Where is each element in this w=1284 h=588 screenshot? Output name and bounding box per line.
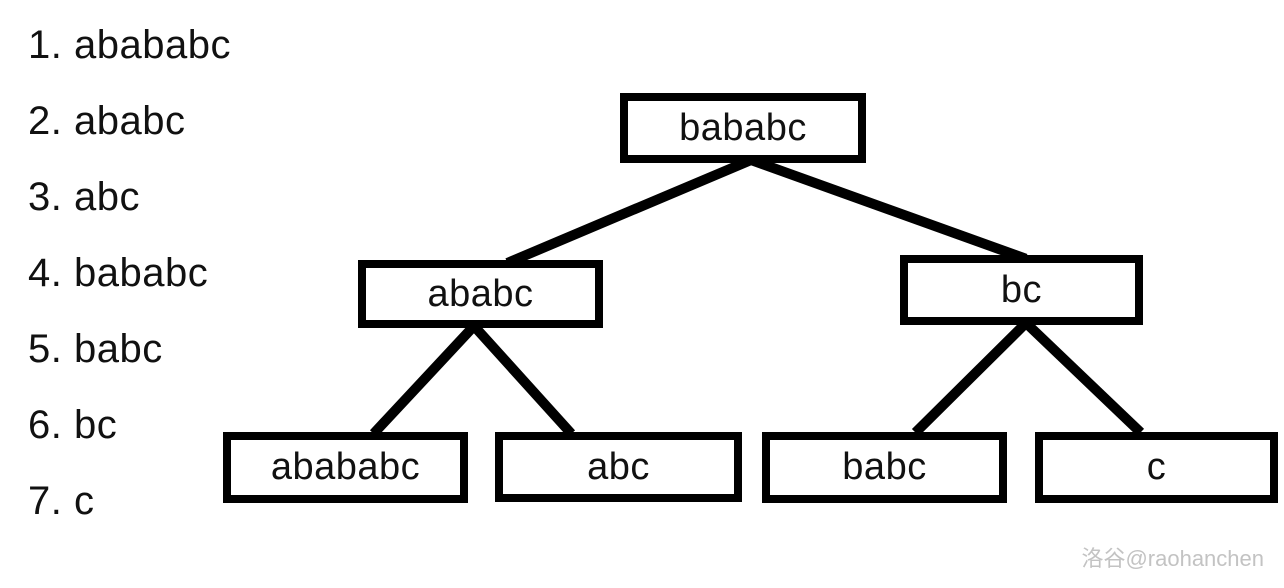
tree-node-label: ababc	[427, 272, 534, 315]
edge-root-to-bc	[744, 153, 1028, 264]
tree-node-label: bababc	[679, 106, 807, 149]
tree-node-label: bc	[1000, 268, 1043, 311]
edge-bc-to-c	[1018, 315, 1145, 437]
list-item: 3. abc	[28, 174, 140, 219]
list-item: 7. c	[28, 478, 95, 523]
list-item: 6. bc	[28, 402, 118, 447]
watermark-text: 洛谷@raohanchen	[1081, 546, 1264, 571]
sequence-list: 1. abababc 2. ababc 3. abc 4. bababc 5. …	[28, 7, 231, 539]
list-item: 1. abababc	[28, 22, 231, 67]
tree-node-abababc: abababc	[223, 432, 468, 503]
edge-ababc-to-abababc	[369, 318, 482, 438]
tree-node-abc: abc	[495, 432, 742, 502]
tree-node-babc: babc	[762, 432, 1007, 503]
tree-node-label: babc	[842, 446, 927, 488]
list-item: 2. ababc	[28, 98, 186, 143]
list-item: 4. bababc	[28, 250, 209, 295]
list-item: 5. babc	[28, 326, 163, 371]
edge-bc-to-babc	[911, 315, 1034, 437]
tree-node-root: bababc	[620, 93, 866, 163]
tree-node-c: c	[1035, 432, 1278, 503]
tree-node-bc: bc	[900, 255, 1143, 325]
edge-root-to-ababc	[505, 153, 758, 268]
tree-node-label: c	[1146, 446, 1167, 488]
tree-node-ababc: ababc	[358, 260, 603, 328]
tree-node-label: abc	[587, 445, 650, 488]
tree-node-label: abababc	[270, 446, 421, 488]
edge-ababc-to-abc	[466, 318, 576, 438]
